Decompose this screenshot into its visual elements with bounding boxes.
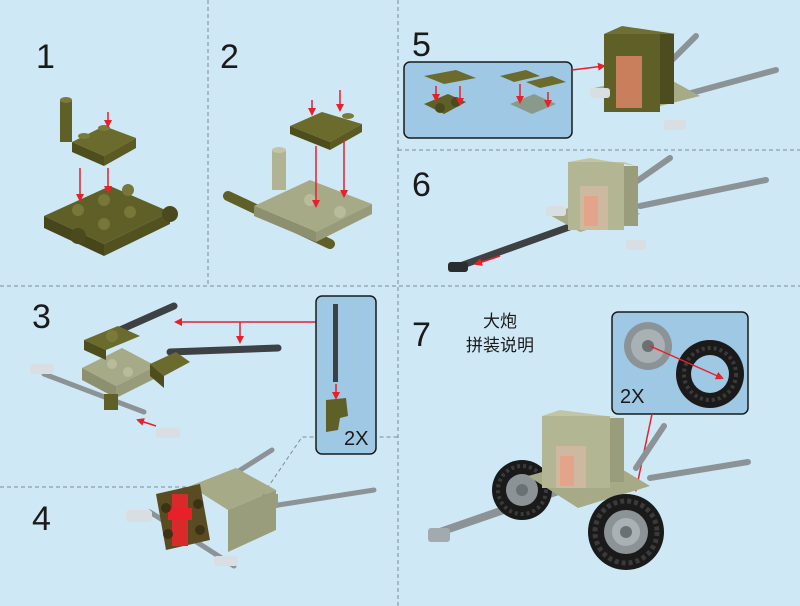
title-line-2: 拼装说明 — [466, 336, 534, 356]
step4-illustration — [126, 447, 377, 569]
step-number-6: 6 — [412, 166, 431, 204]
step-number-7: 7 — [412, 316, 431, 354]
step-number-4: 4 — [32, 500, 51, 538]
step-number-5: 5 — [412, 26, 431, 64]
step6-illustration — [448, 155, 769, 272]
step5-illustration — [590, 26, 779, 130]
step3-callout — [315, 295, 377, 455]
title-line-1: 大炮 — [483, 312, 517, 332]
page-title: 大炮 拼装说明 — [450, 310, 550, 358]
step1-illustration — [44, 97, 178, 256]
step7-illustration — [428, 410, 751, 570]
step5-callout — [403, 61, 606, 139]
step-number-3: 3 — [32, 298, 51, 336]
step3-illustration — [30, 302, 316, 438]
step7-quantity: 2X — [620, 386, 645, 408]
step-number-1: 1 — [36, 38, 55, 76]
step2-illustration — [223, 90, 372, 249]
step7-callout — [611, 311, 749, 492]
step-number-2: 2 — [220, 38, 239, 76]
front-wheel — [588, 494, 664, 570]
step3-quantity: 2X — [344, 428, 369, 450]
